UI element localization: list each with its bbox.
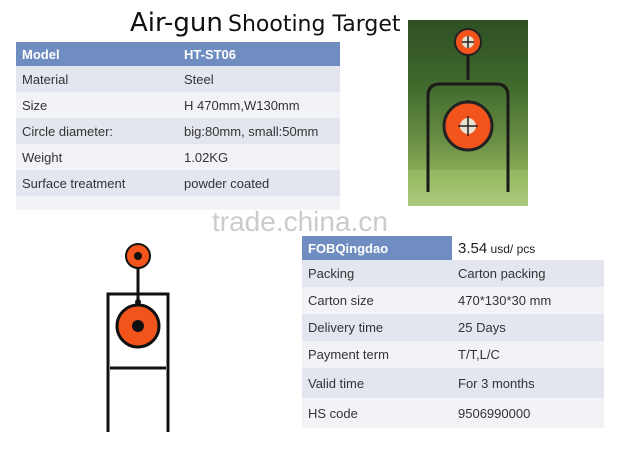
trade-key: HS code <box>302 398 452 428</box>
spec-header-row: Model HT-ST06 <box>16 42 340 66</box>
trade-value: 9506990000 <box>452 398 604 428</box>
trade-table: FOBQingdao 3.54 usd/ pcs Packing Carton … <box>302 236 604 428</box>
target-drawing-graphic <box>106 243 170 432</box>
table-row: Surface treatment powder coated <box>16 170 340 196</box>
spec-key: Circle diameter: <box>16 118 178 144</box>
trade-key: Packing <box>302 260 452 287</box>
title-main: Air-gun <box>130 8 223 38</box>
title-sub: Shooting Target <box>227 12 401 37</box>
table-row: Size H 470mm,W130mm <box>16 92 340 118</box>
spec-value: 1.02KG <box>178 144 340 170</box>
trade-value: For 3 months <box>452 368 604 398</box>
spec-key: Material <box>16 66 178 92</box>
table-row: HS code 9506990000 <box>302 398 604 428</box>
page-title: Air-gun Shooting Target <box>130 8 401 38</box>
spec-value: big:80mm, small:50mm <box>178 118 340 144</box>
table-row: Payment term T/T,L/C <box>302 341 604 368</box>
trade-key: Delivery time <box>302 314 452 341</box>
trade-header-key: FOBQingdao <box>302 236 452 260</box>
table-row: Circle diameter: big:80mm, small:50mm <box>16 118 340 144</box>
table-row: Packing Carton packing <box>302 260 604 287</box>
trade-key: Valid time <box>302 368 452 398</box>
spec-key: Weight <box>16 144 178 170</box>
spec-value: Steel <box>178 66 340 92</box>
spec-key: Surface treatment <box>16 170 178 196</box>
table-row: Carton size 470*130*30 mm <box>302 287 604 314</box>
trade-value: 25 Days <box>452 314 604 341</box>
spec-header-key: Model <box>16 42 178 66</box>
spec-value: H 470mm,W130mm <box>178 92 340 118</box>
trade-header-row: FOBQingdao 3.54 usd/ pcs <box>302 236 604 260</box>
trade-value: 470*130*30 mm <box>452 287 604 314</box>
trade-value: T/T,L/C <box>452 341 604 368</box>
product-drawing <box>100 236 180 436</box>
table-row: Delivery time 25 Days <box>302 314 604 341</box>
price-cell: 3.54 usd/ pcs <box>452 236 604 260</box>
price-unit: usd/ pcs <box>490 241 536 256</box>
price-value: 3.54 <box>458 239 488 257</box>
target-photo-graphic <box>408 28 528 206</box>
table-row: Valid time For 3 months <box>302 368 604 398</box>
trade-value: Carton packing <box>452 260 604 287</box>
spec-key: Size <box>16 92 178 118</box>
spec-value: powder coated <box>178 170 340 196</box>
spec-header-value: HT-ST06 <box>178 42 340 66</box>
trade-key: Payment term <box>302 341 452 368</box>
table-row: Weight 1.02KG <box>16 144 340 170</box>
watermark-text: trade.china.cn <box>212 206 388 237</box>
product-photo <box>408 20 528 206</box>
table-row: Material Steel <box>16 66 340 92</box>
trade-key: Carton size <box>302 287 452 314</box>
spec-table: Model HT-ST06 Material Steel Size H 470m… <box>16 42 340 210</box>
spec-faded-row <box>16 196 340 210</box>
